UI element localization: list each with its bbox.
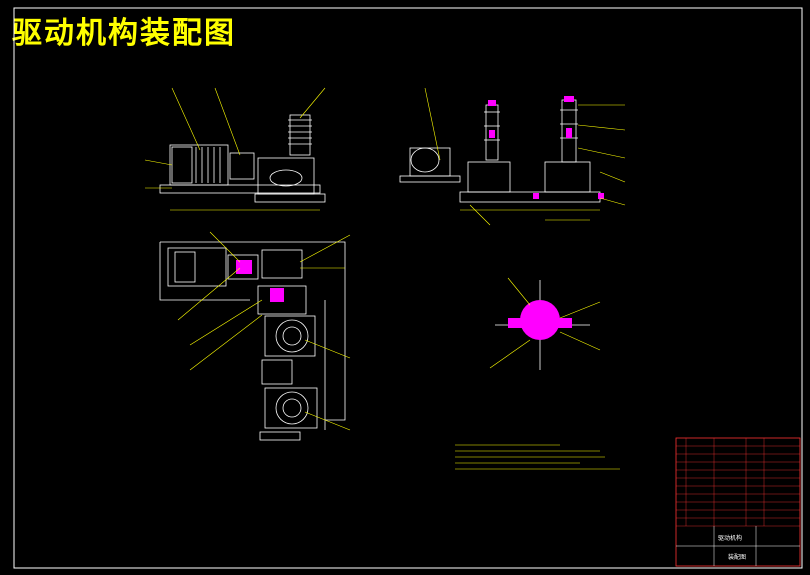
plan-view	[159, 241, 346, 441]
section-view-highlights	[508, 300, 572, 340]
side-view-highlights	[488, 96, 604, 199]
side-view	[399, 99, 601, 203]
side-view-leaders	[424, 87, 626, 226]
front-view-leaders	[144, 87, 326, 211]
technical-notes	[455, 444, 620, 470]
plan-view-highlights	[236, 260, 284, 302]
drawing-frame	[13, 7, 803, 569]
plan-view-leaders	[177, 231, 351, 431]
title-block: 驱动机构 装配图	[675, 437, 801, 567]
section-view-leaders	[489, 277, 601, 369]
drawing-title: 驱动机构装配图	[12, 16, 236, 51]
front-view	[159, 114, 326, 203]
title-block-name: 驱动机构	[718, 534, 742, 542]
title-block-type: 装配图	[728, 553, 746, 561]
